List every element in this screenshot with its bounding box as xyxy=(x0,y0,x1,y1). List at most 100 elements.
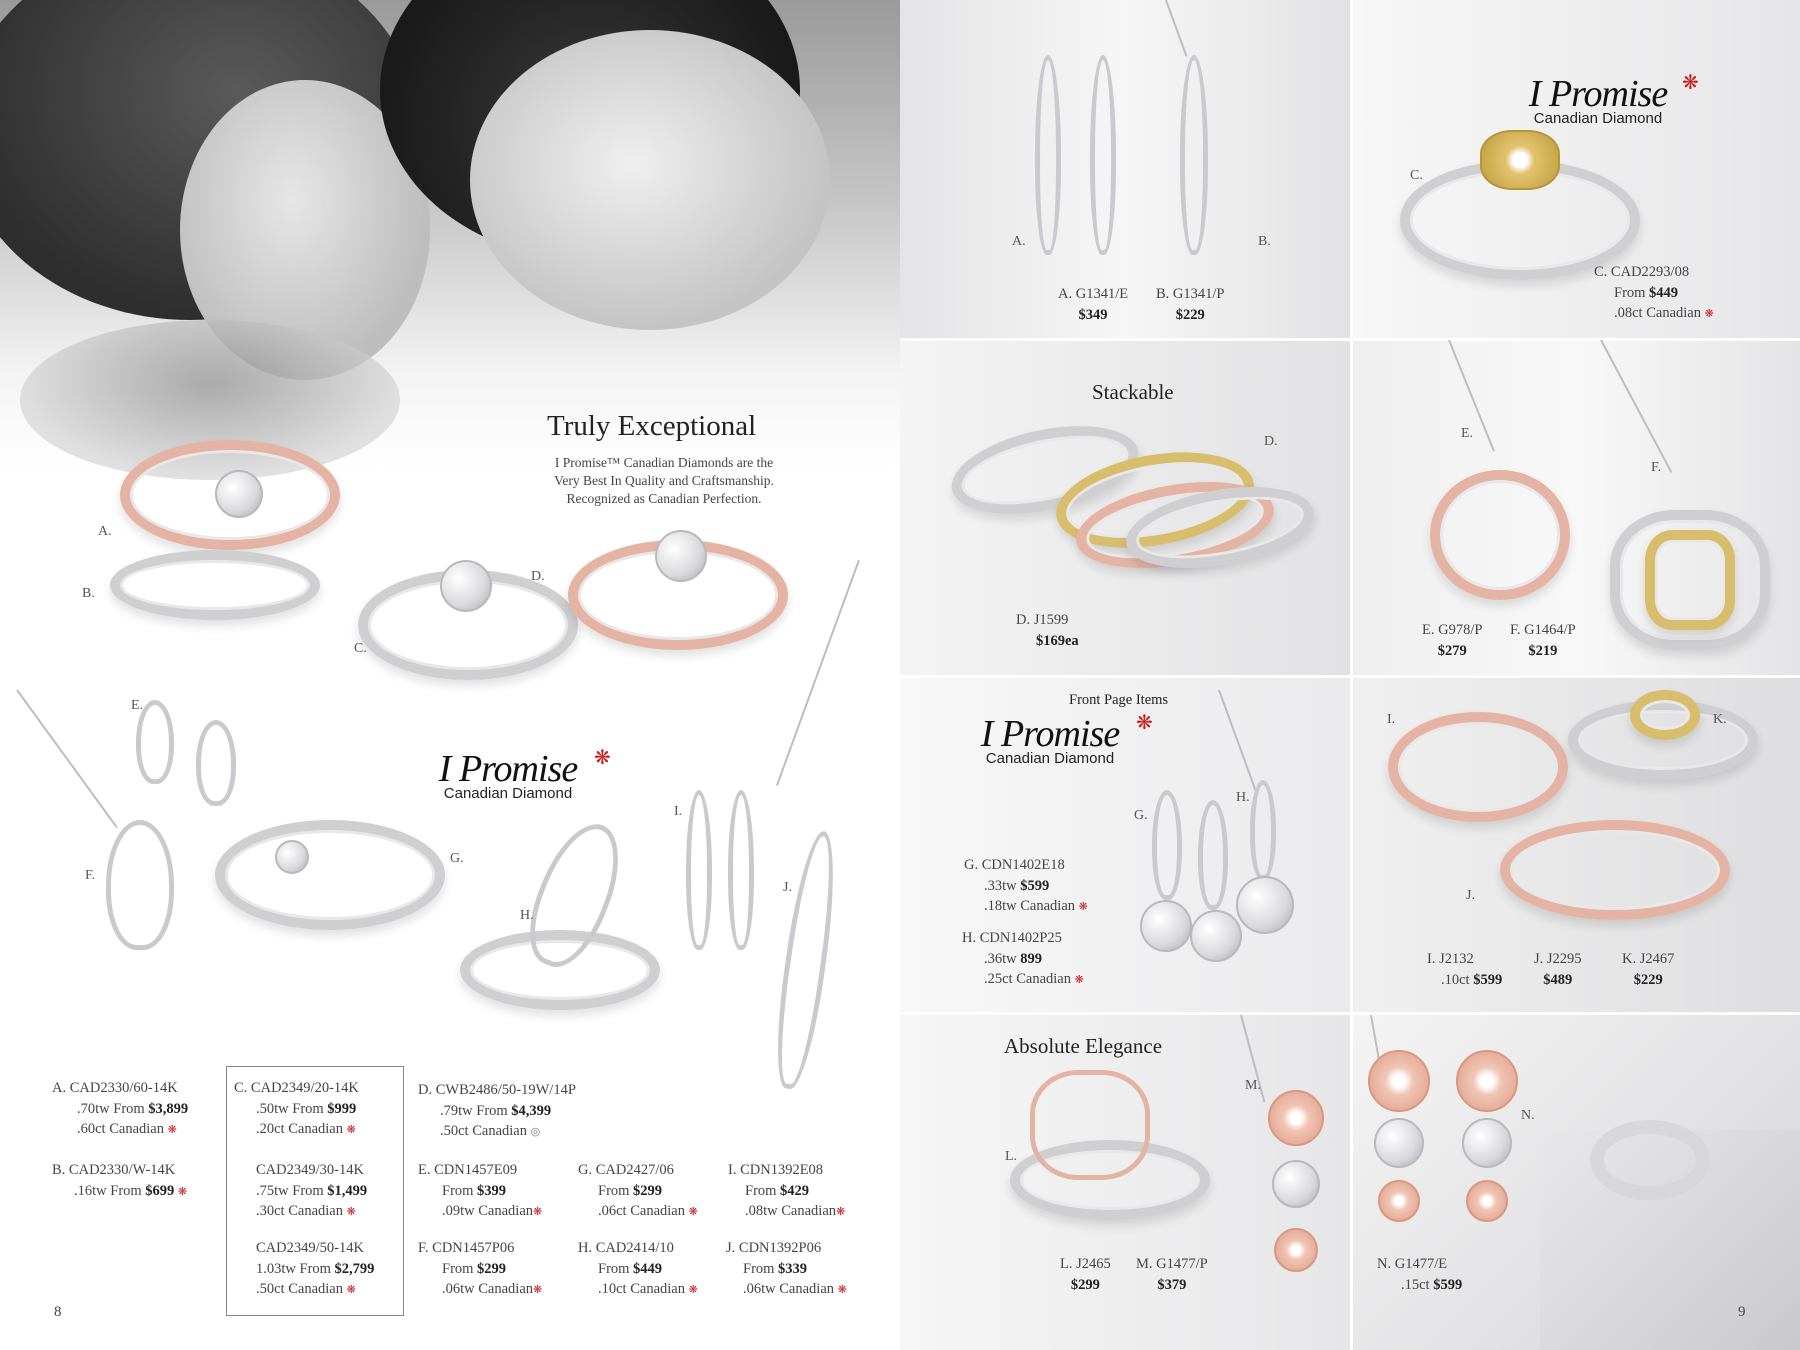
earring-n-right-drop xyxy=(1466,1180,1508,1222)
price-canadian: .30ct Canadian xyxy=(256,1203,343,1219)
ring-i-image xyxy=(1388,712,1568,822)
price-g: G. CDN1402E18 .33tw $599 .18tw Canadian … xyxy=(964,855,1088,918)
logo-sub: Canadian Diamond xyxy=(443,785,573,802)
price-code: C. CAD2349/20-14K xyxy=(234,1080,359,1096)
price-value: $599 xyxy=(1433,1276,1463,1293)
price-value: $449 xyxy=(1649,284,1679,301)
price-desc: From xyxy=(442,1260,478,1277)
panel-divider xyxy=(900,675,1800,678)
earring-i-right-image xyxy=(728,790,754,950)
price-code: L. J2465 xyxy=(1060,1256,1111,1272)
price-desc: .79tw From xyxy=(440,1102,512,1119)
ring-a-diamond xyxy=(215,470,263,518)
earring-n-left-star xyxy=(1374,1118,1424,1168)
section-title-front-page: Front Page Items xyxy=(1069,692,1169,708)
page-number: 8 xyxy=(54,1304,62,1320)
price-value: $229 xyxy=(1633,971,1663,988)
logo-script: I Promise xyxy=(1528,73,1668,115)
letter-e: E. xyxy=(131,698,144,713)
left-page: Truly Exceptional I Promise™ Canadian Di… xyxy=(0,0,900,1320)
ring-c-diamond xyxy=(440,560,492,612)
letter-n: N. xyxy=(1521,1108,1535,1123)
maple-leaf-icon: ❋ xyxy=(688,1284,698,1296)
letter-d: D. xyxy=(531,569,545,584)
maple-leaf-icon: ❋ xyxy=(1078,901,1088,913)
earring-n-right-star xyxy=(1462,1118,1512,1168)
price-h: H. CAD2414/10 From $449 .10ct Canadian ❋ xyxy=(578,1238,698,1301)
price-g: G. CAD2427/06 From $299 .06ct Canadian ❋ xyxy=(578,1160,698,1223)
letter-h: H. xyxy=(520,908,534,923)
maple-leaf-icon: ❋ xyxy=(837,1284,847,1296)
price-value: $339 xyxy=(778,1260,808,1277)
price-k: K. J2467 $229 xyxy=(1622,949,1674,990)
price-code: E. CDN1457E09 xyxy=(418,1162,518,1178)
maple-leaf-icon: ❋ xyxy=(346,1206,356,1218)
panel-divider xyxy=(900,338,1800,341)
price-desc: .15ct xyxy=(1401,1276,1434,1293)
earring-n-left-drop xyxy=(1378,1180,1420,1222)
price-canadian: .08tw Canadian xyxy=(745,1203,837,1219)
price-f: F. G1464/P $219 xyxy=(1510,620,1576,661)
earring-e-right-image xyxy=(196,720,236,806)
price-code: J. J2295 xyxy=(1534,951,1582,967)
maple-leaf-icon: ❋ xyxy=(1682,72,1699,94)
letter-k: K. xyxy=(1713,712,1727,727)
price-code: H. CAD2414/10 xyxy=(578,1240,674,1256)
price-code: B. G1341/P xyxy=(1156,286,1225,302)
price-code: CAD2349/50-14K xyxy=(256,1240,364,1256)
letter-b: B. xyxy=(82,586,95,601)
price-code: N. G1477/E xyxy=(1377,1256,1448,1272)
ring-l-flower xyxy=(1030,1070,1150,1180)
price-code: G. CAD2427/06 xyxy=(578,1162,674,1178)
price-canadian: .09tw Canadian xyxy=(442,1203,534,1219)
price-b: B. CAD2330/W-14K .16tw From $699 ❋ xyxy=(52,1160,187,1202)
price-j: J. CDN1392P06 From $339 .06tw Canadian ❋ xyxy=(726,1238,847,1301)
price-code: K. J2467 xyxy=(1622,951,1675,967)
logo-sub: Canadian Diamond xyxy=(985,750,1115,767)
price-i: I. J2132 .10ct $599 xyxy=(1427,949,1502,990)
letter-h: H. xyxy=(1236,790,1250,805)
price-value: $429 xyxy=(780,1182,810,1199)
maple-leaf-icon: ❋ xyxy=(346,1124,356,1136)
canadian-mark-icon: ◎ xyxy=(530,1126,541,1138)
maple-leaf-icon: ❋ xyxy=(1074,974,1084,986)
letter-i: I. xyxy=(1387,712,1396,727)
price-e: E. CDN1457E09 From $399 .09tw Canadian❋ xyxy=(418,1160,542,1223)
letter-j: J. xyxy=(1466,888,1475,903)
blurb-line: Recognized as Canadian Perfection. xyxy=(566,491,762,506)
i-promise-logo: I Promise Canadian Diamond ❋ xyxy=(1488,72,1708,127)
price-d: D. J1599 $169ea xyxy=(1016,610,1079,651)
price-canadian: .50ct Canadian xyxy=(256,1281,343,1297)
price-code: I. J2132 xyxy=(1427,951,1474,967)
price-code: D. J1599 xyxy=(1016,612,1069,628)
price-box-c xyxy=(226,1066,404,1316)
earring-a-right-image xyxy=(1090,55,1116,255)
panel-stackable xyxy=(900,341,1350,675)
letter-j: J. xyxy=(783,880,792,895)
price-code: CAD2349/30-14K xyxy=(256,1162,364,1178)
price-value: $489 xyxy=(1543,971,1573,988)
price-value: $449 xyxy=(633,1260,663,1277)
price-a: A. G1341/E $349 xyxy=(1058,284,1128,325)
price-desc: .33tw xyxy=(984,877,1021,894)
price-h: H. CDN1402P25 .36tw 899 .25ct Canadian ❋ xyxy=(962,928,1084,991)
ring-b-image xyxy=(110,550,320,620)
price-code: J. CDN1392P06 xyxy=(726,1240,822,1256)
price-desc: From xyxy=(745,1182,781,1199)
price-value: $599 xyxy=(1020,877,1050,894)
earring-n-right-flower xyxy=(1456,1050,1518,1112)
price-b: B. G1341/P $229 xyxy=(1156,284,1225,325)
earring-a-left-image xyxy=(1035,55,1061,255)
price-c: C. CAD2293/08 From $449 .08ct Canadian ❋ xyxy=(1594,262,1714,325)
ring-g-diamond xyxy=(275,840,309,874)
panel-earrings xyxy=(900,0,1350,338)
price-canadian: .10ct Canadian xyxy=(598,1281,685,1297)
couple-photo xyxy=(0,0,900,480)
price-value: $699 xyxy=(145,1182,175,1199)
price-desc: From xyxy=(442,1182,478,1199)
price-n: N. G1477/E .15ct $599 xyxy=(1377,1254,1462,1295)
price-value: $219 xyxy=(1528,642,1558,659)
price-code: I. CDN1392E08 xyxy=(728,1162,824,1178)
price-value: $169ea xyxy=(1036,632,1079,649)
price-m: M. G1477/P $379 xyxy=(1136,1254,1208,1295)
